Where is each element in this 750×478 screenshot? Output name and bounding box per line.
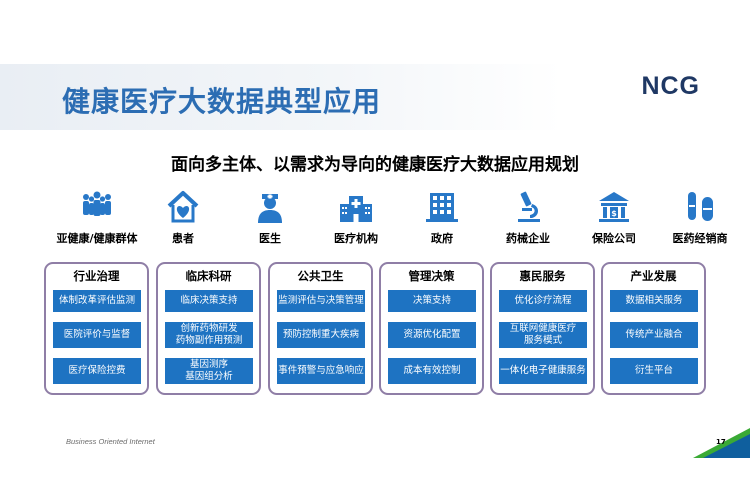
pills-icon	[688, 192, 713, 221]
category-title: 管理决策	[408, 269, 455, 283]
stakeholder-label: 医疗机构	[334, 232, 378, 245]
ncg-logo: NCG	[641, 72, 700, 100]
app-box: 医疗保险控费	[53, 358, 141, 384]
stakeholder-distributor: 医药经销商	[655, 190, 745, 246]
app-box: 决策支持	[388, 290, 476, 312]
category-title: 公共卫生	[297, 269, 344, 283]
category-public-service: 惠民服务 优化诊疗流程 互联网健康医疗 服务模式 一体化电子健康服务	[490, 262, 595, 395]
corner-decoration	[693, 428, 750, 458]
category-title: 行业治理	[73, 269, 120, 283]
title-band	[0, 64, 750, 130]
category-title: 临床科研	[185, 269, 232, 283]
app-box: 互联网健康医疗 服务模式	[499, 322, 587, 348]
people-group-icon	[83, 191, 111, 216]
app-box: 优化诊疗流程	[499, 290, 587, 312]
stakeholder-label: 医药经销商	[672, 232, 728, 245]
svg-text:$: $	[611, 209, 617, 218]
stakeholder-label: 患者	[172, 232, 194, 245]
stakeholder-pharma: 药械企业	[483, 190, 573, 246]
app-box: 监测评估与决策管理	[277, 290, 365, 312]
stakeholder-government: 政府	[397, 190, 487, 246]
stakeholder-insurance: $ 保险公司	[569, 190, 659, 246]
category-governance: 行业治理 体制改革评估监测 医院评价与监督 医疗保险控费	[44, 262, 149, 395]
category-clinical-research: 临床科研 临床决策支持 创新药物研发 药物副作用预测 基因测序 基因组分析	[156, 262, 261, 395]
category-title: 惠民服务	[519, 269, 566, 283]
stakeholder-patient: 患者	[138, 190, 228, 246]
stakeholder-label: 政府	[431, 232, 453, 245]
hospital-icon	[340, 196, 372, 222]
page-number: 17	[716, 438, 726, 446]
stakeholder-label: 亚健康/健康群体	[56, 232, 138, 245]
stakeholder-doctor: 医生	[225, 190, 315, 246]
stakeholder-label: 药械企业	[506, 232, 550, 245]
app-box: 创新药物研发 药物副作用预测	[165, 322, 253, 348]
app-box: 衍生平台	[610, 358, 698, 384]
page-title: 健康医疗大数据典型应用	[62, 85, 382, 118]
stakeholder-row: 亚健康/健康群体 患者 医生	[52, 190, 728, 250]
app-box: 成本有效控制	[388, 358, 476, 384]
app-box: 一体化电子健康服务	[499, 358, 587, 384]
app-box: 预防控制重大疾病	[277, 322, 365, 348]
footer-tagline: Business Oriented Internet	[66, 437, 155, 446]
app-box: 医院评价与监督	[53, 322, 141, 348]
category-management: 管理决策 决策支持 资源优化配置 成本有效控制	[379, 262, 484, 395]
category-public-health: 公共卫生 监测评估与决策管理 预防控制重大疾病 事件预警与应急响应	[268, 262, 373, 395]
app-box: 体制改革评估监测	[53, 290, 141, 312]
app-box: 传统产业融合	[610, 322, 698, 348]
stakeholder-hospital: 医疗机构	[311, 190, 401, 246]
doctor-icon	[258, 194, 282, 223]
microscope-icon	[518, 191, 540, 222]
app-box: 数据相关服务	[610, 290, 698, 312]
app-box: 事件预警与应急响应	[277, 358, 365, 384]
stakeholder-label: 医生	[259, 232, 281, 245]
app-box: 资源优化配置	[388, 322, 476, 348]
house-heart-icon	[167, 191, 199, 223]
category-title: 产业发展	[630, 269, 677, 283]
bank-icon: $	[599, 192, 629, 222]
stakeholder-public: 亚健康/健康群体	[52, 190, 142, 246]
subtitle: 面向多主体、以需求为导向的健康医疗大数据应用规划	[171, 155, 579, 175]
app-box: 基因测序 基因组分析	[165, 358, 253, 384]
app-box: 临床决策支持	[165, 290, 253, 312]
stakeholder-label: 保险公司	[592, 232, 636, 245]
category-industry: 产业发展 数据相关服务 传统产业融合 衍生平台	[601, 262, 706, 395]
government-building-icon	[426, 193, 458, 222]
